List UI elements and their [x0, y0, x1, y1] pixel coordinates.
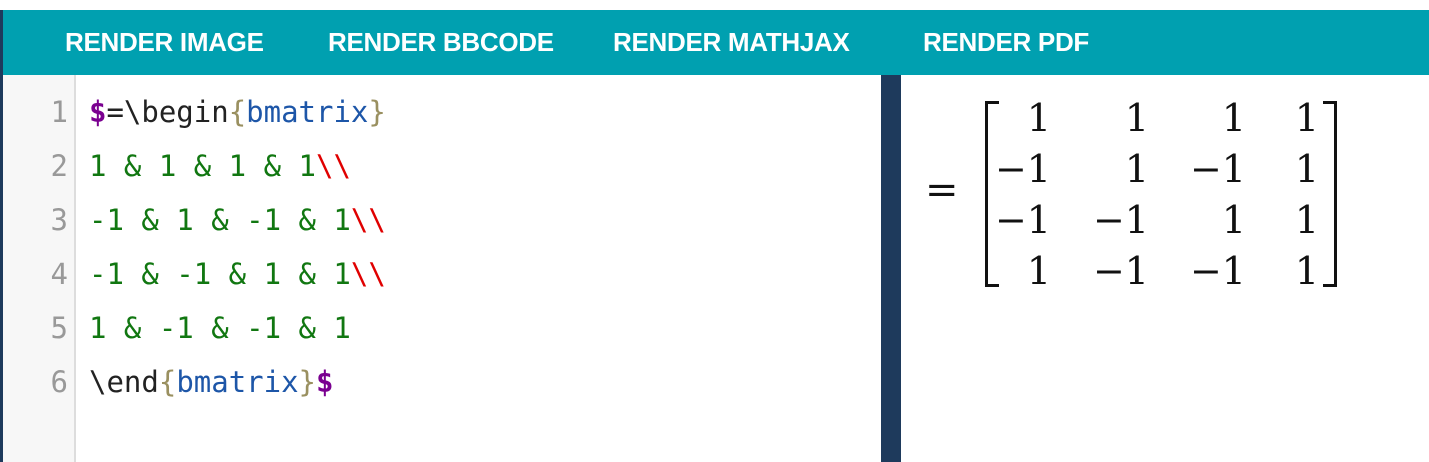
equals-sign: =	[925, 167, 959, 213]
code-token: }	[368, 95, 386, 129]
line-number: 6	[50, 365, 68, 399]
render-pdf-button[interactable]: RENDER PDF	[923, 27, 1090, 57]
matrix-cell: 1	[1124, 147, 1149, 191]
code-token: \\	[350, 203, 386, 237]
code-token: $	[89, 95, 107, 129]
code-line[interactable]: $=\begin{bmatrix}	[89, 85, 386, 139]
code-token: bmatrix	[176, 365, 299, 399]
matrix-cell: −1	[1189, 249, 1246, 293]
matrix-cell: 1	[1221, 198, 1246, 242]
code-token: \\	[315, 149, 351, 183]
code-token: bmatrix	[246, 95, 369, 129]
line-number: 3	[50, 203, 68, 237]
matrix-cell: 1	[1294, 147, 1319, 191]
matrix-cell: 1	[1124, 96, 1149, 140]
code-token: 1 & 1 & 1 & 1	[89, 149, 316, 183]
line-number: 4	[50, 257, 68, 291]
code-token: $	[316, 365, 334, 399]
matrix-cell: 1	[1294, 249, 1319, 293]
code-token: \\	[350, 257, 386, 291]
math-preview: = 1 1 1 1 −1 1 −1 1 −1 −1 1 1 1 −1 −1 1	[901, 75, 1429, 462]
code-token: }	[298, 365, 316, 399]
code-token: -1 & 1 & -1 & 1	[89, 203, 351, 237]
matrix-cell: 1	[1294, 198, 1319, 242]
code-line[interactable]: 1 & -1 & -1 & 1	[89, 301, 351, 355]
code-token: -1 & -1 & 1 & 1	[89, 257, 351, 291]
code-line[interactable]: -1 & 1 & -1 & 1\\	[89, 193, 386, 247]
line-number: 1	[50, 95, 68, 129]
render-image-button[interactable]: RENDER IMAGE	[65, 27, 264, 57]
code-token: {	[158, 365, 177, 399]
render-toolbar: RENDER IMAGE RENDER BBCODE RENDER MATHJA…	[0, 10, 1429, 75]
code-token: \end	[89, 365, 159, 399]
line-number-gutter: 1 2 3 4 5 6	[3, 75, 76, 462]
render-bbcode-button[interactable]: RENDER BBCODE	[328, 27, 554, 57]
code-line[interactable]: -1 & -1 & 1 & 1\\	[89, 247, 386, 301]
line-number: 2	[50, 149, 68, 183]
code-token: =\begin	[106, 95, 229, 129]
matrix-cell: −1	[994, 198, 1051, 242]
matrix-cell: −1	[994, 147, 1051, 191]
matrix-cell: −1	[1092, 198, 1149, 242]
matrix-right-bracket	[1323, 101, 1337, 287]
matrix-cell: 1	[1294, 96, 1319, 140]
pane-divider[interactable]	[881, 75, 901, 462]
code-line[interactable]: 1 & 1 & 1 & 1\\	[89, 139, 351, 193]
matrix-cell: 1	[1221, 96, 1246, 140]
matrix-cell: 1	[1026, 96, 1051, 140]
matrix-left-bracket	[985, 101, 999, 287]
line-number: 5	[50, 311, 68, 345]
matrix-cell: 1	[1026, 249, 1051, 293]
matrix-cell: −1	[1092, 249, 1149, 293]
code-editor[interactable]: 1 2 3 4 5 6 $=\begin{bmatrix}1 & 1 & 1 &…	[0, 75, 881, 462]
code-token: {	[228, 95, 247, 129]
matrix-cell: −1	[1189, 147, 1246, 191]
window-top-strip	[0, 0, 1429, 10]
render-mathjax-button[interactable]: RENDER MATHJAX	[613, 27, 850, 57]
code-line[interactable]: \end{bmatrix}$	[89, 355, 333, 409]
code-token: 1 & -1 & -1 & 1	[89, 311, 351, 345]
